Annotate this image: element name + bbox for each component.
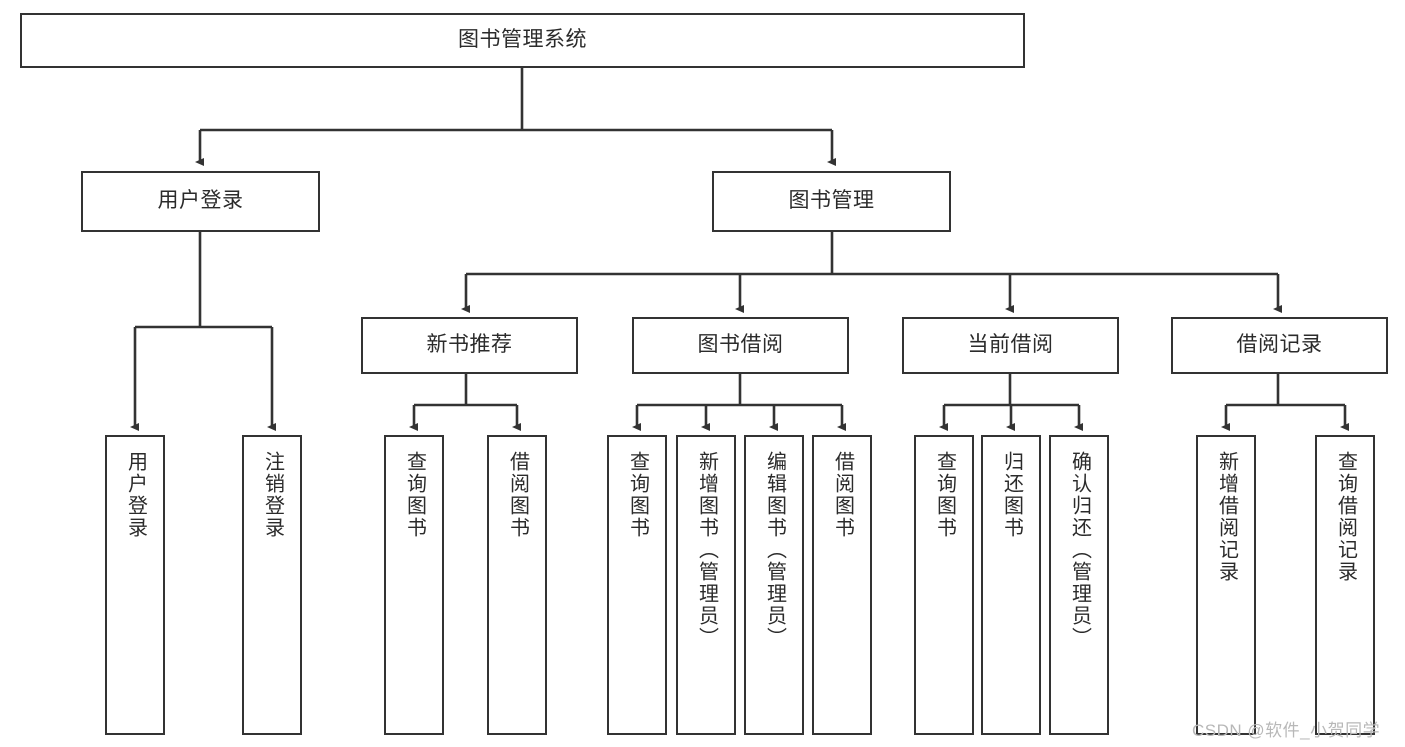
- node-label: 借阅图书: [831, 451, 854, 539]
- node-label: 查询图书: [403, 451, 426, 539]
- node-label: 编辑图书（管理员）: [763, 451, 786, 649]
- node-label: 当前借阅: [967, 333, 1054, 357]
- node-new-book-recommend[interactable]: 新书推荐: [361, 317, 578, 374]
- leaf-user-login-signin[interactable]: 用户登录: [105, 435, 165, 735]
- leaf-borrow-edit-book[interactable]: 编辑图书（管理员）: [744, 435, 804, 735]
- leaf-record-add-record[interactable]: 新增借阅记录: [1196, 435, 1256, 735]
- node-book-management[interactable]: 图书管理: [712, 171, 951, 232]
- csdn-watermark: CSDN @软件_小贺同学: [1192, 721, 1381, 740]
- node-label: 注销登录: [261, 451, 284, 539]
- leaf-current-query-book[interactable]: 查询图书: [914, 435, 974, 735]
- node-label: 图书管理: [788, 189, 875, 213]
- node-label: 新增图书（管理员）: [695, 451, 718, 649]
- node-label: 新增借阅记录: [1215, 451, 1238, 583]
- node-label: 用户登录: [124, 451, 147, 539]
- node-user-login[interactable]: 用户登录: [81, 171, 320, 232]
- leaf-record-query-record[interactable]: 查询借阅记录: [1315, 435, 1375, 735]
- node-label: 用户登录: [157, 189, 244, 213]
- node-root-system[interactable]: 图书管理系统: [20, 13, 1025, 68]
- node-label: 归还图书: [1000, 451, 1023, 539]
- node-book-borrow[interactable]: 图书借阅: [632, 317, 849, 374]
- leaf-borrow-add-book[interactable]: 新增图书（管理员）: [676, 435, 736, 735]
- leaf-current-return-book[interactable]: 归还图书: [981, 435, 1041, 735]
- node-borrow-record[interactable]: 借阅记录: [1171, 317, 1388, 374]
- leaf-borrow-query-book[interactable]: 查询图书: [607, 435, 667, 735]
- node-label: 查询借阅记录: [1334, 451, 1357, 583]
- node-label: 图书借阅: [697, 333, 784, 357]
- node-current-borrow[interactable]: 当前借阅: [902, 317, 1119, 374]
- leaf-current-confirm-return[interactable]: 确认归还（管理员）: [1049, 435, 1109, 735]
- node-label: 借阅图书: [506, 451, 529, 539]
- node-label: 新书推荐: [426, 333, 513, 357]
- leaf-recommend-borrow-book[interactable]: 借阅图书: [487, 435, 547, 735]
- leaf-borrow-borrow-book[interactable]: 借阅图书: [812, 435, 872, 735]
- node-label: 查询图书: [626, 451, 649, 539]
- node-label: 确认归还（管理员）: [1068, 451, 1091, 649]
- node-label: 图书管理系统: [458, 28, 587, 52]
- node-label: 借阅记录: [1236, 333, 1323, 357]
- leaf-recommend-query-book[interactable]: 查询图书: [384, 435, 444, 735]
- node-label: 查询图书: [933, 451, 956, 539]
- leaf-user-login-signout[interactable]: 注销登录: [242, 435, 302, 735]
